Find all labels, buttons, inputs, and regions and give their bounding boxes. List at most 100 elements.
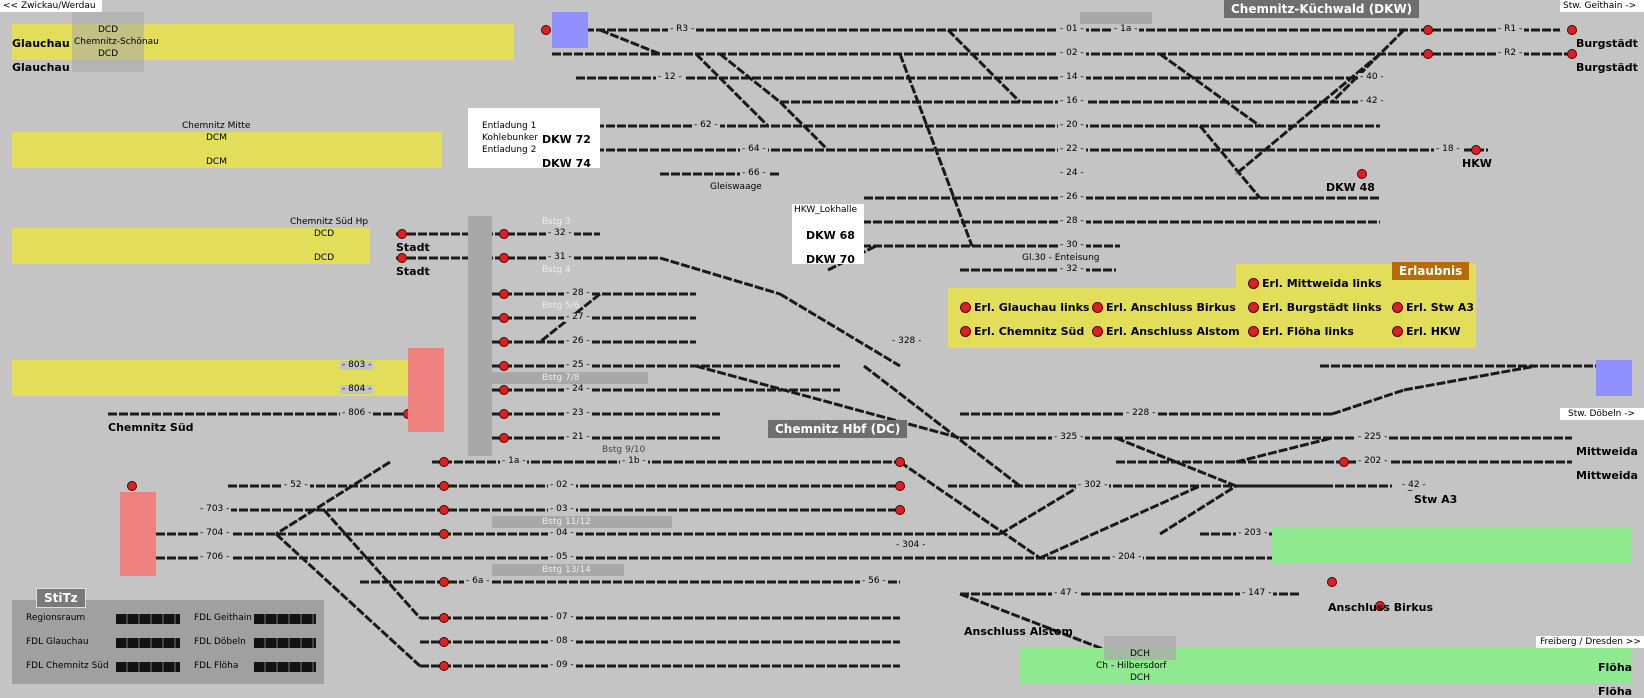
signal-lamp[interactable] (499, 433, 509, 443)
track-segment[interactable] (959, 592, 1117, 656)
signal-lamp[interactable] (895, 505, 905, 515)
signal-lamp[interactable] (499, 337, 509, 347)
signal-lamp[interactable] (1423, 25, 1433, 35)
stitz-fdl-geithain[interactable]: FDL Geithain (194, 613, 252, 623)
signal-lamp[interactable] (439, 505, 449, 515)
track-segment[interactable] (695, 364, 961, 440)
signal-lamp[interactable] (1327, 577, 1337, 587)
signal-lamp[interactable] (499, 385, 509, 395)
signal-lamp[interactable] (1423, 49, 1433, 59)
track-number: - R2 - (1496, 48, 1525, 58)
signal-lamp[interactable] (541, 25, 551, 35)
geithain-box (1560, 0, 1644, 12)
signal-lamp[interactable] (439, 613, 449, 623)
stitz-counter (254, 662, 316, 672)
erl-lamp (1248, 302, 1259, 313)
signal-lamp[interactable] (439, 529, 449, 539)
stw-a3-label: Stw A3 (1414, 493, 1458, 506)
track-segment[interactable] (275, 460, 391, 536)
track-segment[interactable] (1039, 484, 1201, 560)
track-segment[interactable] (1159, 52, 1261, 128)
track-segment[interactable] (1115, 436, 1237, 488)
geithain-link[interactable]: Stw. Geithain -> (1563, 1, 1637, 11)
freiberg-link[interactable]: Freiberg / Dresden >> (1540, 637, 1641, 647)
track-segment[interactable] (999, 484, 1081, 536)
dcd-code-1: DCD (98, 25, 119, 35)
track-segment[interactable] (1235, 52, 1381, 176)
sued-hp-panel (12, 228, 370, 264)
stitz-title: StiTz (36, 588, 86, 608)
signal-lamp[interactable] (1357, 169, 1367, 179)
blue-marker-right (1596, 360, 1632, 396)
signal-lamp[interactable] (1375, 601, 1385, 611)
stitz-fdl-floeha[interactable]: FDL Flöha (194, 661, 239, 671)
track-segment[interactable] (1331, 388, 1405, 416)
signal-lamp[interactable] (499, 229, 509, 239)
track-segment[interactable] (899, 460, 1041, 560)
track-number: - 22 - (1058, 144, 1086, 154)
signal-lamp[interactable] (439, 637, 449, 647)
signal-lamp[interactable] (439, 457, 449, 467)
erl-anschluss-alstom[interactable]: Erl. Anschluss Alstom (1092, 325, 1240, 338)
track-segment[interactable] (778, 100, 830, 152)
track-number: - 328 - (890, 336, 924, 346)
signal-lamp[interactable] (499, 409, 509, 419)
track-segment[interactable] (898, 53, 974, 247)
bstg56-label: Bstg 5/6 (542, 301, 580, 311)
signal-lamp[interactable] (499, 289, 509, 299)
track-segment[interactable] (1159, 484, 1237, 536)
erl-mittweida-links[interactable]: Erl. Mittweida links (1248, 277, 1382, 290)
signal-lamp[interactable] (1471, 145, 1481, 155)
track-segment[interactable] (1198, 125, 1262, 199)
erl-chemnitz-sued[interactable]: Erl. Chemnitz Süd (960, 325, 1084, 338)
signal-lamp[interactable] (397, 229, 407, 239)
signal-lamp[interactable] (439, 577, 449, 587)
track-segment[interactable] (599, 28, 661, 56)
stitz-fdl-chemnitz-sued[interactable]: FDL Chemnitz Süd (26, 661, 109, 671)
track-segment[interactable] (1235, 436, 1333, 464)
erl-floeha-links[interactable]: Erl. Flöha links (1248, 325, 1354, 338)
signal-lamp[interactable] (439, 661, 449, 671)
signal-lamp[interactable] (1567, 49, 1577, 59)
track-segment[interactable] (659, 256, 781, 296)
signal-lamp[interactable] (397, 253, 407, 263)
zwickau-link[interactable]: << Zwickau/Werdau (3, 1, 96, 11)
hkw-lokhalle-label: HKW_Lokhalle (794, 205, 858, 215)
erl-burgstaedt-links[interactable]: Erl. Burgstädt links (1248, 301, 1382, 314)
erl-glauchau-links[interactable]: Erl. Glauchau links (960, 301, 1089, 314)
track-segment[interactable] (274, 532, 422, 668)
erl-hkw[interactable]: Erl. HKW (1392, 325, 1461, 338)
track-segment[interactable] (322, 509, 422, 619)
track-segment[interactable] (779, 292, 901, 368)
track-segment[interactable] (1403, 364, 1537, 392)
track-segment[interactable] (694, 52, 770, 128)
dcd-code-2: DCD (98, 49, 119, 59)
stitz-counter (116, 662, 180, 672)
signal-lamp[interactable] (895, 481, 905, 491)
stitz-fdl-doebeln[interactable]: FDL Döbeln (194, 637, 246, 647)
signal-lamp[interactable] (499, 253, 509, 263)
signal-lamp[interactable] (439, 481, 449, 491)
track-segment[interactable] (946, 28, 1022, 104)
erl-anschluss-birkus[interactable]: Erl. Anschluss Birkus (1092, 301, 1236, 314)
hilbersdorf-label: Ch - Hilbersdorf (1096, 661, 1167, 671)
track-segment[interactable] (1330, 28, 1406, 104)
track-number: - 24 - (1058, 168, 1086, 178)
erl-stw-a3[interactable]: Erl. Stw A3 (1392, 301, 1474, 314)
erl-label: Erl. Anschluss Birkus (1106, 301, 1236, 314)
stitz-fdl-glauchau[interactable]: FDL Glauchau (26, 637, 89, 647)
signal-lamp[interactable] (895, 457, 905, 467)
track-number: - 62 - (692, 120, 720, 130)
signal-lamp[interactable] (499, 361, 509, 371)
track-number: - 09 - (548, 660, 576, 670)
doebeln-link[interactable]: Stw. Döbeln -> (1568, 409, 1636, 419)
stitz-regionsraum[interactable]: Regionsraum (26, 613, 86, 623)
signal-lamp[interactable] (127, 481, 137, 491)
signal-lamp[interactable] (1339, 457, 1349, 467)
track-segment[interactable] (719, 52, 781, 104)
signal-lamp[interactable] (1567, 25, 1577, 35)
signal-lamp[interactable] (499, 313, 509, 323)
track-number: - 704 - (198, 528, 232, 538)
erl-lamp (1392, 302, 1403, 313)
gl30-label: Gl.30 - Enteisung (1022, 253, 1100, 263)
